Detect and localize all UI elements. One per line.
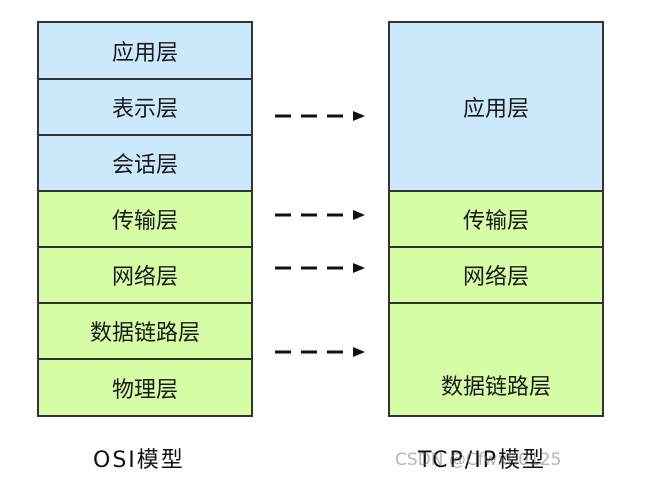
tcpip-model-caption: TCP/IP模型: [418, 448, 546, 473]
osi-model-caption: OSI模型: [93, 448, 185, 473]
arrow-application: [275, 111, 365, 121]
osi-presentation-layer: 表示层: [39, 80, 251, 136]
osi-physical-layer: 物理层: [39, 360, 251, 415]
tcpip-network-layer: 网络层: [390, 248, 602, 304]
tcpip-application-layer: 应用层: [390, 23, 602, 192]
tcpip-transport-layer: 传输层: [390, 192, 602, 248]
osi-transport-layer: 传输层: [39, 192, 251, 248]
watermark: CSDN @Cfwxh0125: [395, 450, 562, 470]
arrow-data-link: [275, 347, 365, 357]
osi-model-stack: 应用层 表示层 会话层 传输层 网络层 数据链路层 物理层: [37, 21, 253, 417]
osi-session-layer: 会话层: [39, 136, 251, 192]
osi-data-link-layer: 数据链路层: [39, 304, 251, 360]
arrow-network: [275, 263, 365, 273]
osi-network-layer: 网络层: [39, 248, 251, 304]
arrow-transport: [275, 210, 365, 220]
tcpip-data-link-layer: 数据链路层: [390, 304, 602, 415]
osi-application-layer: 应用层: [39, 23, 251, 80]
tcpip-model-stack: 应用层 传输层 网络层 数据链路层: [388, 21, 604, 417]
